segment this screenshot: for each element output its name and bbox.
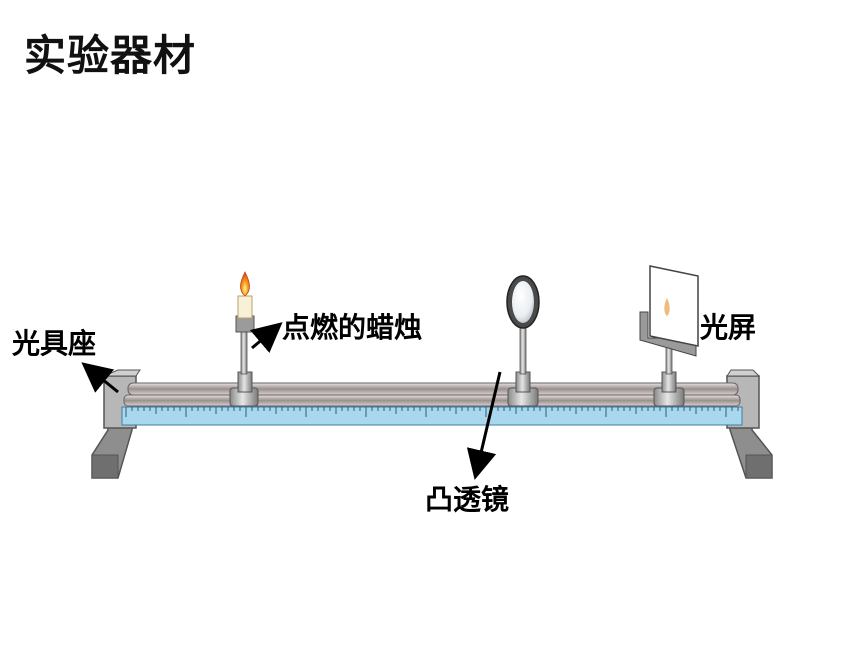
arrow-lens [466, 371, 502, 480]
arrow-base [81, 362, 119, 394]
label-light-screen: 光屏 [700, 311, 757, 344]
lens-glass [512, 281, 534, 323]
label-lit-candle: 点燃的蜡烛 [282, 311, 423, 344]
optical-bench [91, 369, 773, 479]
rail-top [127, 382, 739, 396]
inverted-flame-image [664, 298, 670, 316]
scale-ticks [125, 407, 739, 417]
candle-post [240, 329, 248, 375]
page-title: 实验器材 [24, 31, 197, 80]
candle-body [237, 295, 253, 319]
label-convex-lens: 凸透镜 [425, 483, 510, 516]
light-screen [649, 265, 699, 347]
lens-assembly [506, 275, 540, 407]
lens-post [519, 321, 527, 375]
label-optical-bench: 光具座 [12, 327, 97, 360]
candle-flame-icon [240, 271, 250, 297]
rail-bottom [123, 394, 741, 407]
arrow-candle [249, 322, 283, 353]
screen-assembly [639, 265, 699, 407]
